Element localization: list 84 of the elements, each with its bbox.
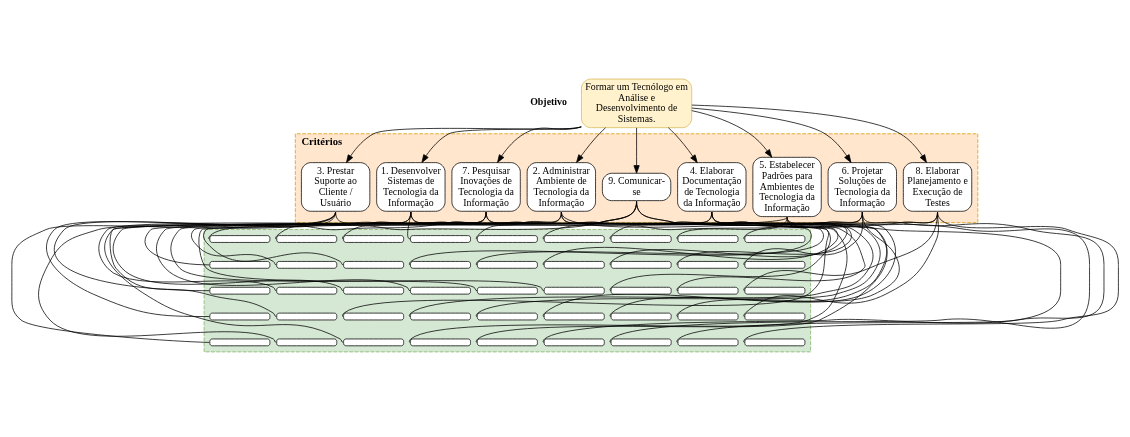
connector xyxy=(198,211,863,292)
connector xyxy=(170,217,788,292)
node-box xyxy=(677,338,739,347)
node-box: Formar um Tecnólogo em Análise e Desenvolvimento de Sistemas. xyxy=(581,78,693,129)
node-box: 4. Elaborar Documentação de Tecnologia da Informação xyxy=(677,162,747,212)
connector xyxy=(609,217,896,317)
connector xyxy=(342,211,829,317)
arrow xyxy=(667,127,698,163)
connector xyxy=(475,201,888,343)
connector xyxy=(676,217,788,240)
node-box xyxy=(744,235,806,243)
node-box xyxy=(744,312,806,321)
arrow xyxy=(421,126,582,163)
arrow xyxy=(691,104,927,163)
node-box: 9. Comunicar-se xyxy=(602,172,672,201)
node-box xyxy=(477,261,538,269)
node-box xyxy=(410,261,471,269)
connector xyxy=(609,217,1090,343)
node-box xyxy=(543,312,605,321)
arrow xyxy=(497,126,582,163)
node-box xyxy=(343,312,404,321)
node-box xyxy=(677,235,739,243)
node-box: 1. Desenvolver Sistemas de Tecnologia da Informação xyxy=(376,162,446,212)
connector xyxy=(335,211,812,266)
node-box xyxy=(610,338,672,347)
node-box: 8. Elaborar Planejamento e Execução de Testes xyxy=(902,162,973,212)
node-box: 3. Prestar Suporte ao Cliente / Usuário xyxy=(301,162,371,212)
node-box xyxy=(276,312,338,321)
node-box xyxy=(677,312,739,321)
node-box xyxy=(744,261,806,269)
node-box xyxy=(276,261,338,269)
node-box xyxy=(610,261,672,269)
node-box: 7. Pesquisar Inovações de Tecnologia da Informação xyxy=(451,162,521,212)
connector xyxy=(203,211,938,266)
node-box xyxy=(744,338,806,347)
node-box xyxy=(209,338,271,347)
node-box xyxy=(477,235,538,243)
node-box xyxy=(410,338,471,347)
node-box xyxy=(410,312,471,321)
connector xyxy=(676,217,852,266)
node-box xyxy=(543,261,605,269)
node-box xyxy=(543,286,605,295)
arrow xyxy=(576,127,606,163)
node-box xyxy=(410,235,471,243)
node-box xyxy=(276,286,338,295)
node-box xyxy=(610,286,672,295)
node-box xyxy=(477,338,538,347)
node-box xyxy=(677,261,739,269)
arrow xyxy=(691,110,773,158)
node-box: 6. Projetar Soluções de Tecnologia da Informação xyxy=(827,162,897,212)
node-box xyxy=(477,312,538,321)
connector xyxy=(408,211,874,317)
node-box xyxy=(209,286,271,295)
node-box: 2. Administrar Ambiente de Tecnologia da Informação xyxy=(526,162,596,212)
node-box xyxy=(276,338,338,347)
arrow xyxy=(346,126,582,163)
connector xyxy=(38,211,412,343)
node-box xyxy=(410,286,471,295)
node-box xyxy=(543,338,605,347)
connector xyxy=(542,211,1062,343)
node-box xyxy=(343,286,404,295)
node-box xyxy=(343,235,404,243)
node-box xyxy=(343,261,404,269)
node-box xyxy=(677,286,739,295)
node-box xyxy=(610,312,672,321)
node-label: Objetivo xyxy=(530,96,567,108)
node-box xyxy=(209,312,271,321)
node-box xyxy=(477,286,538,295)
arrow xyxy=(691,107,852,163)
connector xyxy=(743,211,1119,343)
node-box xyxy=(543,235,605,243)
connector xyxy=(109,211,487,317)
connector xyxy=(676,211,1105,343)
node-box xyxy=(744,286,806,295)
node-box: 5. Estabelecer Padrões para Ambientes de Tecnologia da Informação xyxy=(752,156,822,217)
cluster xyxy=(203,229,811,353)
node-box xyxy=(209,261,271,269)
node-box xyxy=(343,338,404,347)
connector xyxy=(104,211,562,343)
arrow xyxy=(633,127,640,174)
connector xyxy=(11,211,336,343)
node-box xyxy=(276,235,338,243)
node-box xyxy=(610,235,672,243)
node-box xyxy=(209,235,271,243)
